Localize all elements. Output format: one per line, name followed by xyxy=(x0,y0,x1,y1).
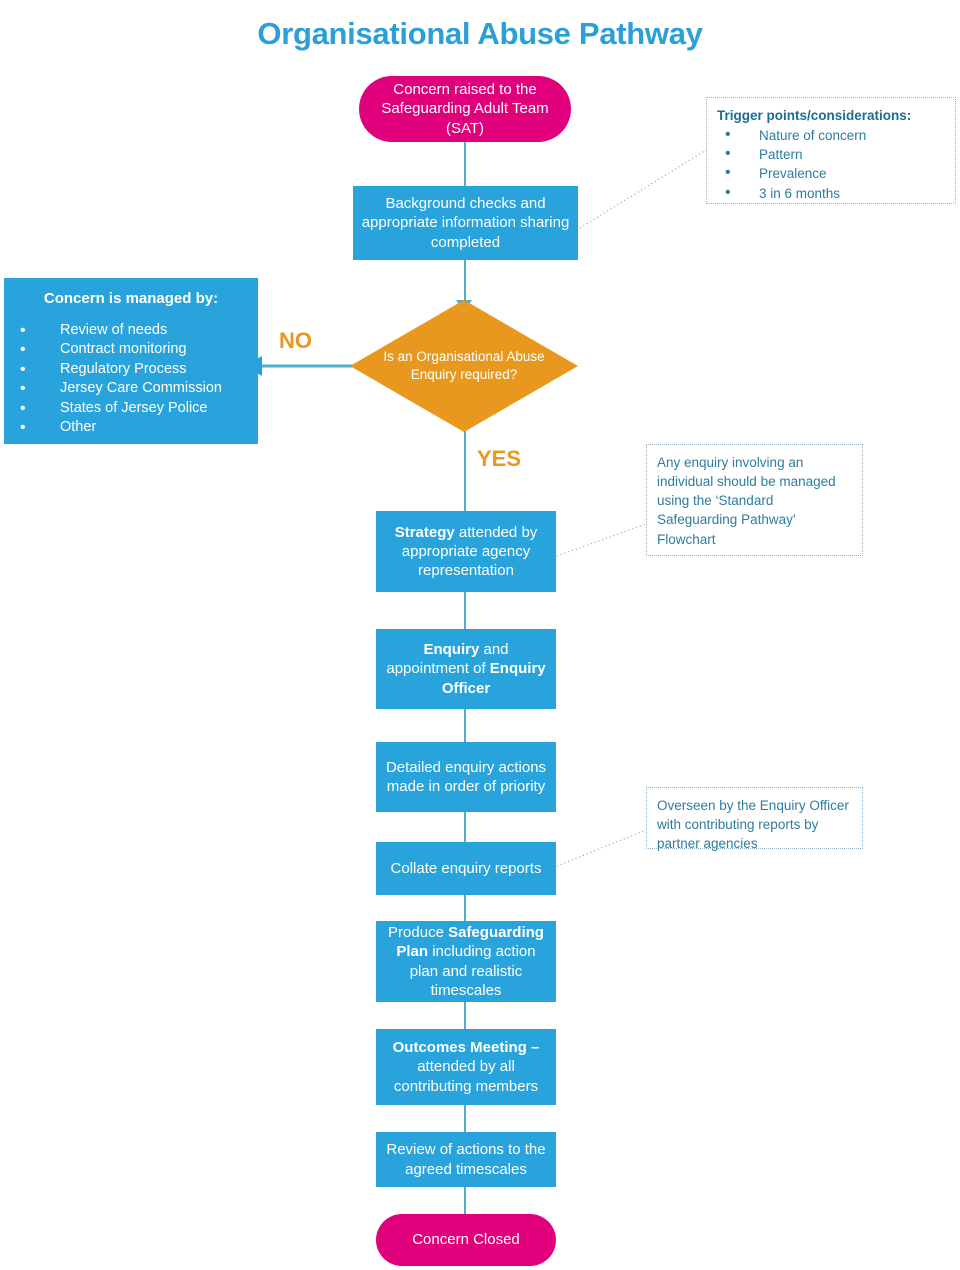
node-strategy-bold: Strategy xyxy=(394,523,455,541)
node-concern-closed[interactable]: Concern Closed xyxy=(376,1214,556,1266)
panel-managed-by-item: States of Jersey Police xyxy=(14,398,248,420)
branch-label-yes: YES xyxy=(477,446,522,471)
note-overseen-by: Overseen by the Enquiry Officer with con… xyxy=(646,787,863,852)
node-start[interactable]: Concern raised to the Safeguarding Adult… xyxy=(359,76,571,142)
note-trigger-item: Prevalence xyxy=(717,162,945,185)
connector-outcomes-to-review xyxy=(464,1104,466,1132)
node-enquiry-label: Enquiry and appointment of Enquiry Offic… xyxy=(376,640,556,698)
leader-trigger-note xyxy=(579,149,707,229)
node-detailed-actions-label: Detailed enquiry actions made in order o… xyxy=(385,758,547,795)
node-outcomes-meeting-label: Outcomes Meeting – attended by all contr… xyxy=(376,1038,556,1096)
connector-actions-to-collate xyxy=(464,812,466,842)
node-collate-reports[interactable]: Collate enquiry reports xyxy=(376,842,556,895)
node-outcomes-post: attended by all contributing members xyxy=(393,1058,539,1095)
node-enquiry-bold-1: Enquiry xyxy=(423,641,480,659)
panel-managed-by-item: Contract monitoring xyxy=(14,339,248,361)
panel-managed-by-item: Other xyxy=(14,417,248,439)
panel-managed-by-item: Jersey Care Commission xyxy=(14,378,248,400)
node-decision[interactable]: Is an Organisational Abuse Enquiry requi… xyxy=(350,300,578,432)
node-strategy[interactable]: Strategy attended by appropriate agency … xyxy=(376,511,556,592)
connector-strategy-to-enquiry xyxy=(464,592,466,632)
note-trigger-list: Nature of concern Pattern Prevalence 3 i… xyxy=(717,124,945,205)
note-trigger-item: Nature of concern xyxy=(717,124,945,147)
node-produce-post: including action plan and realistic time… xyxy=(409,943,536,999)
node-produce-pre: Produce xyxy=(388,924,449,942)
branch-label-no: NO xyxy=(279,328,312,353)
note-trigger-heading: Trigger points/considerations: xyxy=(717,108,912,123)
note-individual-text: Any enquiry involving an individual shou… xyxy=(657,455,836,547)
node-strategy-label: Strategy attended by appropriate agency … xyxy=(376,523,556,581)
node-review-actions[interactable]: Review of actions to the agreed timescal… xyxy=(376,1132,556,1187)
connector-review-to-end xyxy=(464,1186,466,1216)
note-trigger-item: 3 in 6 months xyxy=(717,182,945,205)
panel-managed-by-list: Review of needs Contract monitoring Regu… xyxy=(14,320,248,439)
node-background-checks-label: Background checks and appropriate inform… xyxy=(361,195,570,251)
node-enquiry-bold-2: Enquiry Officer xyxy=(441,660,546,697)
panel-managed-by-item: Regulatory Process xyxy=(14,359,248,381)
node-background-checks[interactable]: Background checks and appropriate inform… xyxy=(353,186,578,260)
connector-collate-to-plan xyxy=(464,895,466,923)
connector-enquiry-to-actions xyxy=(464,708,466,742)
node-produce-bold: Safeguarding Plan xyxy=(396,924,544,961)
connector-plan-to-outcomes xyxy=(464,1000,466,1030)
panel-concern-managed-by: Concern is managed by: Review of needs C… xyxy=(4,278,258,444)
connector-background-to-decision xyxy=(464,258,466,308)
leader-overseen-note xyxy=(556,829,647,867)
connector-decision-to-strategy xyxy=(464,418,466,524)
note-trigger-points: Trigger points/considerations: Nature of… xyxy=(706,97,956,205)
node-start-label: Concern raised to the Safeguarding Adult… xyxy=(381,81,549,137)
node-collate-reports-label: Collate enquiry reports xyxy=(390,859,542,877)
connector-start-to-background xyxy=(464,140,466,196)
leader-individual-note xyxy=(556,523,647,557)
panel-managed-by-heading: Concern is managed by: xyxy=(43,290,219,307)
panel-managed-by-item: Review of needs xyxy=(14,320,248,342)
node-outcomes-bold: Outcomes Meeting – xyxy=(392,1039,540,1057)
node-concern-closed-label: Concern Closed xyxy=(412,1231,520,1249)
note-individual-pathway: Any enquiry involving an individual shou… xyxy=(646,444,863,556)
node-produce-plan[interactable]: Produce Safeguarding Plan including acti… xyxy=(376,921,556,1002)
node-enquiry-mid: and appointment of xyxy=(386,641,509,678)
node-decision-label: Is an Organisational Abuse Enquiry requi… xyxy=(383,348,545,382)
node-outcomes-meeting[interactable]: Outcomes Meeting – attended by all contr… xyxy=(376,1029,556,1105)
node-produce-plan-label: Produce Safeguarding Plan including acti… xyxy=(376,923,556,1000)
note-overseen-text: Overseen by the Enquiry Officer with con… xyxy=(657,798,849,852)
node-review-actions-label: Review of actions to the agreed timescal… xyxy=(386,1141,546,1178)
node-strategy-rest: attended by appropriate agency represent… xyxy=(401,523,538,580)
node-detailed-actions[interactable]: Detailed enquiry actions made in order o… xyxy=(376,742,556,812)
page-title: Organisational Abuse Pathway xyxy=(257,16,703,51)
node-enquiry[interactable]: Enquiry and appointment of Enquiry Offic… xyxy=(376,629,556,709)
note-trigger-item: Pattern xyxy=(717,143,945,166)
